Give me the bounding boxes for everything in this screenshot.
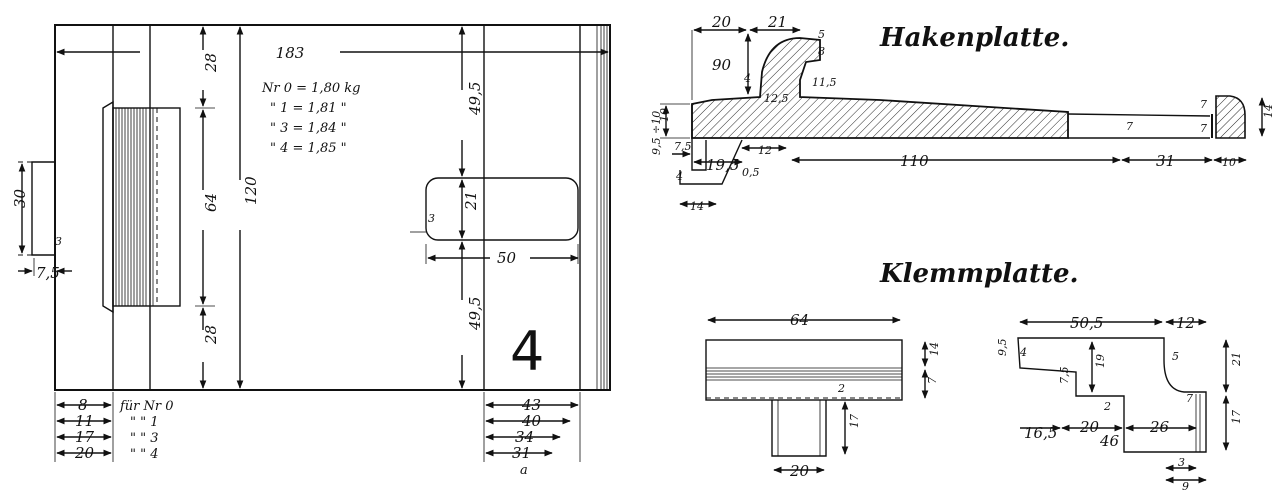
slot-width: 50	[497, 249, 517, 267]
right-lower: 49,5	[466, 297, 484, 331]
svg-text:64: 64	[790, 311, 809, 329]
svg-text:31: 31	[1156, 152, 1175, 170]
svg-text:21: 21	[1230, 352, 1243, 367]
svg-text:3: 3	[1178, 456, 1185, 469]
svg-text:11,5: 11,5	[812, 76, 837, 89]
svg-text:90: 90	[712, 56, 732, 74]
svg-text:12: 12	[758, 144, 772, 157]
mid-section: 64	[202, 193, 220, 212]
total-height: 120	[242, 176, 260, 205]
svg-text:0,5: 0,5	[742, 166, 760, 179]
svg-text:20: 20	[74, 444, 95, 462]
svg-text:12,5: 12,5	[764, 92, 789, 105]
svg-text:31: 31	[512, 444, 531, 462]
svg-text:17: 17	[75, 428, 95, 446]
section-mark: a	[520, 463, 528, 478]
svg-text:9: 9	[1182, 480, 1189, 493]
svg-text:" 3 = 1,84 ": " 3 = 1,84 "	[270, 121, 347, 136]
svg-text:" 4 = 1,85 ": " 4 = 1,85 "	[270, 141, 347, 156]
svg-text:21: 21	[767, 13, 787, 31]
svg-text:40: 40	[521, 412, 542, 430]
left-tab: 30 3 7,5	[11, 161, 72, 282]
svg-text:14: 14	[1262, 104, 1275, 118]
svg-text:7,5: 7,5	[674, 140, 692, 153]
part-number: 4	[510, 320, 544, 383]
plate-outline	[54, 24, 611, 391]
slot-radius: 3	[428, 212, 435, 225]
svg-text:12: 12	[1176, 314, 1195, 332]
right-upper: 49,5	[466, 82, 484, 116]
svg-text:4: 4	[1019, 346, 1027, 359]
svg-text:26: 26	[1149, 418, 1170, 436]
center-bar	[102, 100, 181, 314]
lower-section: 28	[202, 325, 220, 345]
top-width: 183	[276, 44, 305, 62]
main-plate-drawing: 30 3 7,5 183 28 64 28 120 Nr 0 = 1,80 kg	[11, 24, 611, 478]
hook-plate-drawing: Hakenplatte. 20 21 90 4 5 8 11,5 12,5 10…	[650, 13, 1275, 213]
svg-text:17: 17	[1230, 410, 1243, 424]
svg-text:2: 2	[837, 382, 845, 395]
svg-text:2: 2	[1103, 400, 1111, 413]
hook-plate-title: Hakenplatte.	[879, 23, 1069, 53]
svg-text:14: 14	[690, 200, 704, 213]
slot-height: 21	[462, 191, 480, 211]
svg-text:7,5: 7,5	[1058, 367, 1071, 385]
svg-text:" " 3: " " 3	[130, 431, 159, 446]
svg-text:14: 14	[928, 342, 941, 356]
svg-text:34: 34	[515, 428, 534, 446]
left-tab-width: 7,5	[36, 264, 60, 282]
svg-text:7: 7	[1126, 120, 1133, 133]
svg-text:7: 7	[1200, 98, 1207, 111]
svg-text:4: 4	[743, 72, 751, 85]
svg-text:16,5: 16,5	[1024, 424, 1057, 442]
svg-text:20: 20	[789, 462, 810, 480]
svg-text:" " 4: " " 4	[130, 447, 159, 462]
svg-text:20: 20	[711, 13, 732, 31]
svg-text:4: 4	[675, 170, 683, 183]
bottom-left-table: 8 für Nr 0 11 " " 1 17 " " 3 20 " " 4	[54, 392, 174, 462]
svg-text:110: 110	[900, 152, 929, 170]
svg-text:10: 10	[658, 108, 671, 122]
clamp-plate-title: Klemmplatte.	[879, 259, 1079, 289]
svg-text:" 1 = 1,81 ": " 1 = 1,81 "	[270, 101, 347, 116]
svg-text:5: 5	[818, 28, 825, 41]
svg-text:11: 11	[75, 412, 94, 430]
svg-text:43: 43	[521, 396, 541, 414]
weights-note: Nr 0 = 1,80 kg " 1 = 1,81 " " 3 = 1,84 "…	[261, 81, 360, 156]
svg-text:für Nr 0: für Nr 0	[119, 399, 174, 414]
svg-text:5: 5	[1172, 350, 1179, 363]
svg-text:17: 17	[848, 414, 861, 428]
svg-text:19: 19	[1094, 354, 1107, 368]
svg-text:8: 8	[818, 45, 825, 58]
clamp-plate-drawing: Klemmplatte. 64 14 7 17 2 20	[705, 259, 1243, 493]
svg-text:50,5: 50,5	[1070, 314, 1103, 332]
svg-text:19,5: 19,5	[706, 156, 739, 174]
slot: 3 21 50	[410, 177, 579, 267]
svg-text:7: 7	[1186, 392, 1193, 405]
svg-text:Nr 0 = 1,80 kg: Nr 0 = 1,80 kg	[261, 81, 360, 96]
left-tab-height: 30	[11, 188, 29, 208]
svg-text:20: 20	[1079, 418, 1100, 436]
svg-text:9,5: 9,5	[996, 339, 1009, 357]
upper-section: 28	[202, 53, 220, 73]
svg-text:9,5 ÷10: 9,5 ÷10	[650, 111, 663, 155]
svg-text:46: 46	[1099, 432, 1120, 450]
svg-text:7: 7	[1200, 122, 1207, 135]
clamp-left: 64 14 7 17 2 20	[705, 311, 941, 480]
clamp-right: 50,5 12 9,5 4 19 7,5 5 7 2 21 17 16,5 20…	[996, 314, 1243, 493]
left-tab-radius: 3	[55, 235, 62, 248]
svg-text:8: 8	[78, 396, 88, 414]
svg-text:7: 7	[926, 377, 939, 384]
svg-text:10: 10	[1222, 156, 1236, 169]
svg-text:" " 1: " " 1	[130, 415, 159, 430]
bottom-right-table: 43 40 34 31 a	[483, 392, 581, 478]
